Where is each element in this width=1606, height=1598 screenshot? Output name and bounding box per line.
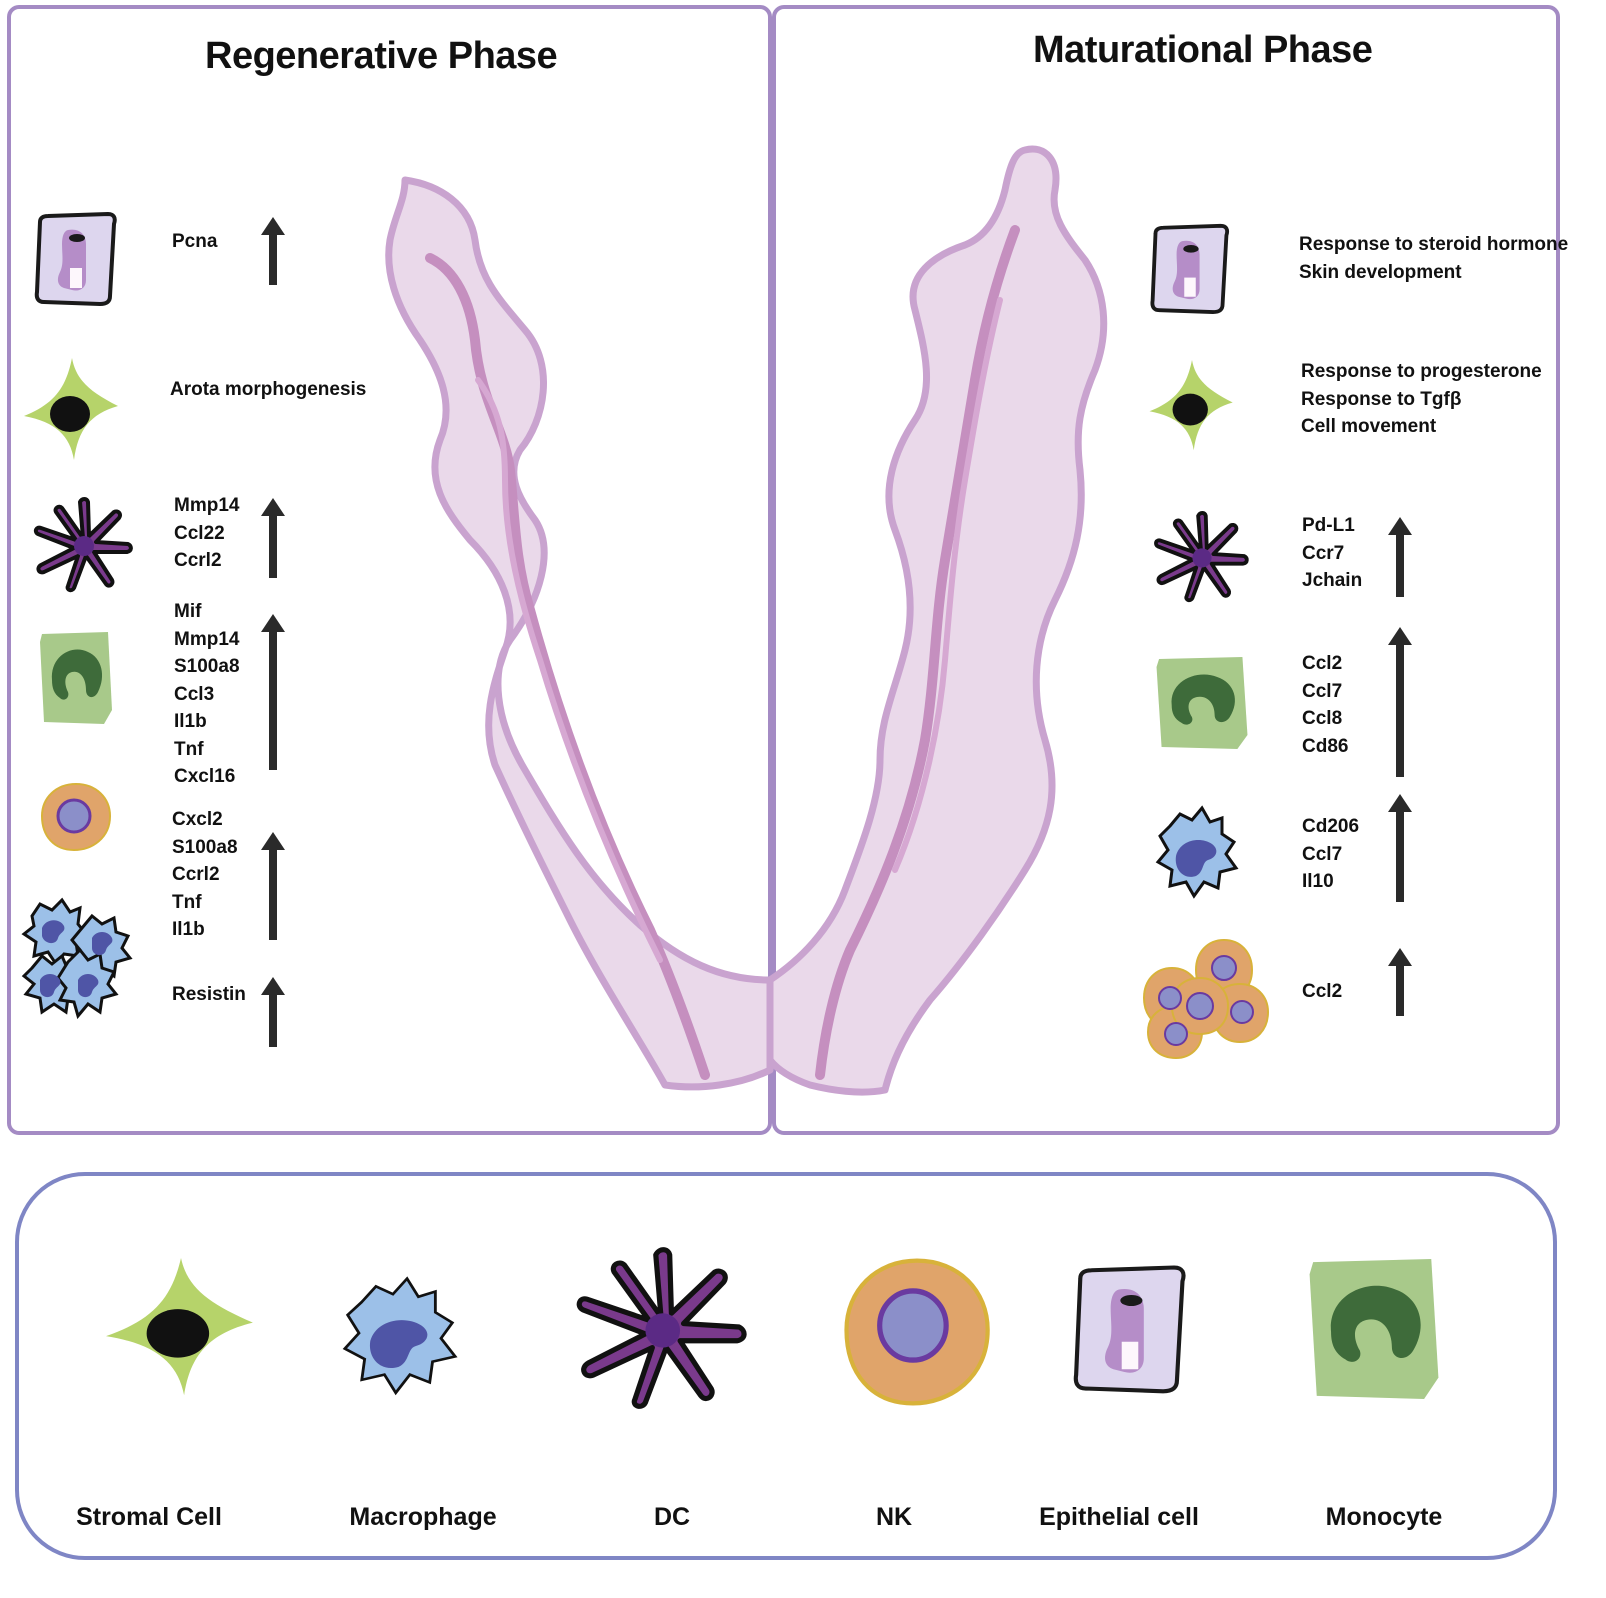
maturational-panel	[772, 5, 1560, 1135]
up-arrow-icon	[1388, 517, 1412, 597]
gene-label: Il1b	[174, 711, 207, 732]
monocyte-icon	[1156, 657, 1248, 749]
legend-macrophage-icon	[342, 1276, 458, 1396]
up-arrow-icon	[261, 832, 285, 940]
gene-label: Mif	[174, 601, 202, 622]
stromal-cell-icon	[1149, 360, 1233, 451]
mat-stromal-labels: Response to progesterone Response to Tgf…	[1301, 358, 1542, 441]
regen-dc-labels: Mmp14 Ccl22 Ccrl2	[174, 492, 239, 575]
gene-label: Mmp14	[174, 628, 240, 650]
legend-label-epithelial: Epithelial cell	[1039, 1503, 1199, 1531]
legend-label-stromal: Stromal Cell	[76, 1503, 222, 1531]
gene-label: Pcna	[172, 231, 218, 252]
legend-label-macrophage: Macrophage	[349, 1503, 497, 1531]
mat-monocyte-labels: Ccl2 Ccl7 Ccl8 Cd86	[1302, 650, 1348, 760]
gene-label: Cxcl2	[172, 809, 223, 830]
term-label: Skin development	[1299, 261, 1462, 283]
gene-label: Ccl7	[1302, 680, 1343, 702]
gene-label: S100a8	[174, 656, 240, 677]
gene-label: Ccl2	[1302, 653, 1343, 674]
nk-cell-cluster-icon	[1142, 938, 1270, 1060]
up-arrow-icon	[261, 217, 285, 285]
regen-nk-labels: Cxcl2 S100a8 Ccrl2 Tnf Il1b	[172, 806, 238, 944]
legend-nk-cell-icon	[844, 1258, 990, 1406]
left-uterine-horn	[385, 176, 774, 1091]
dendritic-cell-icon	[1154, 511, 1249, 603]
legend-label-dc: DC	[653, 1503, 691, 1531]
epithelial-cell-icon	[1150, 223, 1230, 315]
legend-stromal-cell-icon	[106, 1258, 253, 1396]
gene-label: Jchain	[1302, 570, 1363, 591]
gene-label: Tnf	[172, 891, 202, 913]
up-arrow-icon	[261, 977, 285, 1047]
gene-label: Pd-L1	[1302, 515, 1355, 536]
gene-label: Mmp14	[174, 495, 240, 516]
mat-epithelial-labels: Response to steroid hormone Skin develop…	[1299, 231, 1568, 286]
term-label: Response to steroid hormone	[1299, 234, 1569, 255]
gene-label: Il10	[1302, 871, 1334, 892]
gene-label: Ccl7	[1302, 843, 1343, 865]
term-label: Response to Tgfβ	[1301, 388, 1462, 410]
regen-monocyte-labels: Mif Mmp14 S100a8 Ccl3 Il1b Tnf Cxcl16	[174, 598, 240, 791]
gene-label: S100a8	[172, 836, 238, 858]
up-arrow-icon	[261, 498, 285, 578]
gene-label: Cd206	[1302, 816, 1360, 837]
regen-epithelial-labels: Pcna	[172, 228, 217, 256]
gene-label: Ccrl2	[174, 550, 222, 571]
gene-label: Resistin	[172, 984, 246, 1005]
legend-label-nk: NK	[875, 1503, 913, 1531]
up-arrow-icon	[261, 614, 285, 770]
macrophage-cluster-icon	[21, 897, 133, 1020]
legend-epithelial-cell-icon	[1073, 1265, 1186, 1394]
maturational-phase-title: Maturational Phase	[1033, 29, 1373, 71]
term-label: Cell movement	[1301, 416, 1437, 437]
mat-nk-labels: Ccl2	[1302, 978, 1342, 1006]
gene-label: Ccl2	[1302, 981, 1343, 1002]
gene-label: Cxcl16	[174, 766, 236, 787]
legend-dendritic-cell-icon	[576, 1247, 747, 1409]
monocyte-icon	[40, 632, 112, 724]
gene-label: Il1b	[172, 919, 205, 940]
epithelial-cell-icon	[34, 211, 117, 307]
legend-panel	[15, 1172, 1557, 1560]
gene-label: Ccr7	[1302, 542, 1345, 564]
gene-label: Tnf	[174, 738, 204, 760]
stromal-cell-icon	[24, 358, 118, 460]
gene-label: Ccl8	[1302, 708, 1343, 729]
regen-stromal-labels: Arota morphogenesis	[170, 376, 366, 404]
gene-label: Ccrl2	[172, 864, 220, 885]
legend-label-monocyte: Monocyte	[1325, 1503, 1443, 1531]
legend-monocyte-icon	[1309, 1259, 1439, 1399]
right-uterine-horn	[766, 145, 1108, 1096]
mat-dc-labels: Pd-L1 Ccr7 Jchain	[1302, 512, 1362, 595]
regenerative-phase-title: Regenerative Phase	[205, 35, 558, 77]
regenerative-panel	[7, 5, 772, 1135]
nk-cell-icon	[40, 782, 112, 852]
term-label: Arota morphogenesis	[170, 379, 367, 400]
mat-macrophage-labels: Cd206 Ccl7 Il10	[1302, 813, 1359, 896]
dendritic-cell-icon	[33, 497, 133, 593]
regen-macrophage-labels: Resistin	[172, 981, 246, 1009]
term-label: Response to progesterone	[1301, 361, 1542, 382]
gene-label: Ccl3	[174, 683, 215, 705]
macrophage-icon	[1155, 805, 1239, 899]
up-arrow-icon	[1388, 794, 1412, 902]
up-arrow-icon	[1388, 627, 1412, 777]
gene-label: Ccl22	[174, 522, 225, 544]
up-arrow-icon	[1388, 948, 1412, 1016]
gene-label: Cd86	[1302, 735, 1349, 757]
